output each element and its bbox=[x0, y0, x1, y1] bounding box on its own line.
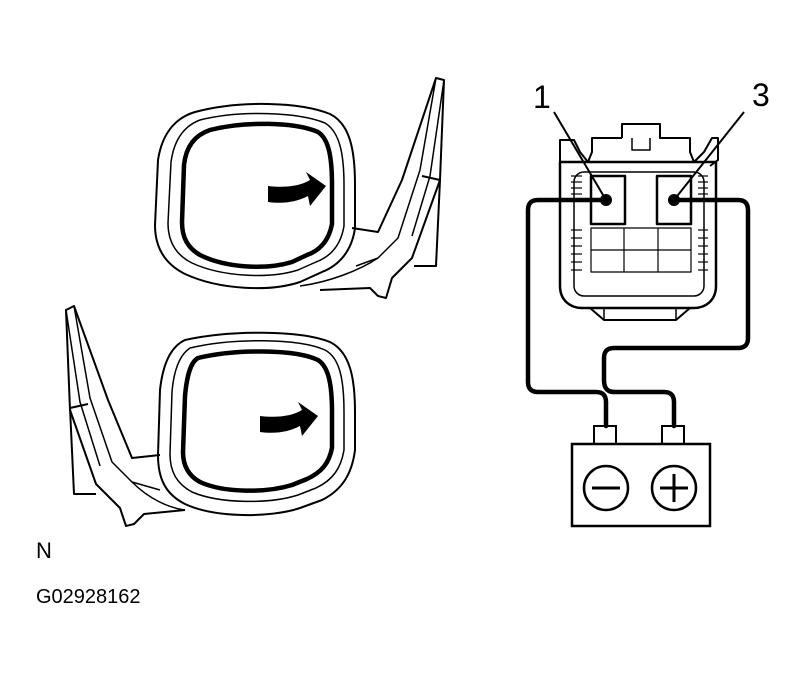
arrow-icon bbox=[260, 402, 318, 436]
battery-body bbox=[570, 442, 712, 528]
connector-latch bbox=[621, 123, 719, 167]
upper-mirror-glass bbox=[179, 121, 335, 269]
upper-mirror-housing bbox=[154, 103, 356, 290]
lower-mirror-housing bbox=[157, 331, 356, 517]
connector-body bbox=[558, 160, 718, 310]
battery bbox=[570, 425, 712, 528]
upper-mirror-bezel bbox=[167, 112, 345, 277]
terminal-label-3: 3 bbox=[752, 77, 770, 113]
wire-positive bbox=[601, 197, 751, 395]
terminal-label-1: 1 bbox=[533, 79, 551, 115]
battery-terminal-negative bbox=[593, 425, 617, 445]
battery-terminal-positive bbox=[661, 425, 685, 445]
upper-mirror-arm bbox=[319, 77, 445, 299]
arrow-icon bbox=[268, 172, 326, 206]
lower-mirror bbox=[65, 305, 356, 527]
mirror-connector bbox=[558, 123, 719, 321]
lower-mirror-arm bbox=[65, 305, 186, 527]
figure-code: G02928162 bbox=[36, 586, 141, 608]
plus-icon bbox=[650, 464, 698, 512]
view-letter: N bbox=[36, 538, 52, 563]
lower-mirror-glass bbox=[180, 349, 335, 493]
wire-negative bbox=[525, 197, 609, 429]
wiring bbox=[525, 197, 751, 429]
upper-mirror bbox=[154, 77, 445, 299]
minus-icon bbox=[582, 464, 630, 512]
lower-mirror-bezel bbox=[169, 340, 345, 503]
